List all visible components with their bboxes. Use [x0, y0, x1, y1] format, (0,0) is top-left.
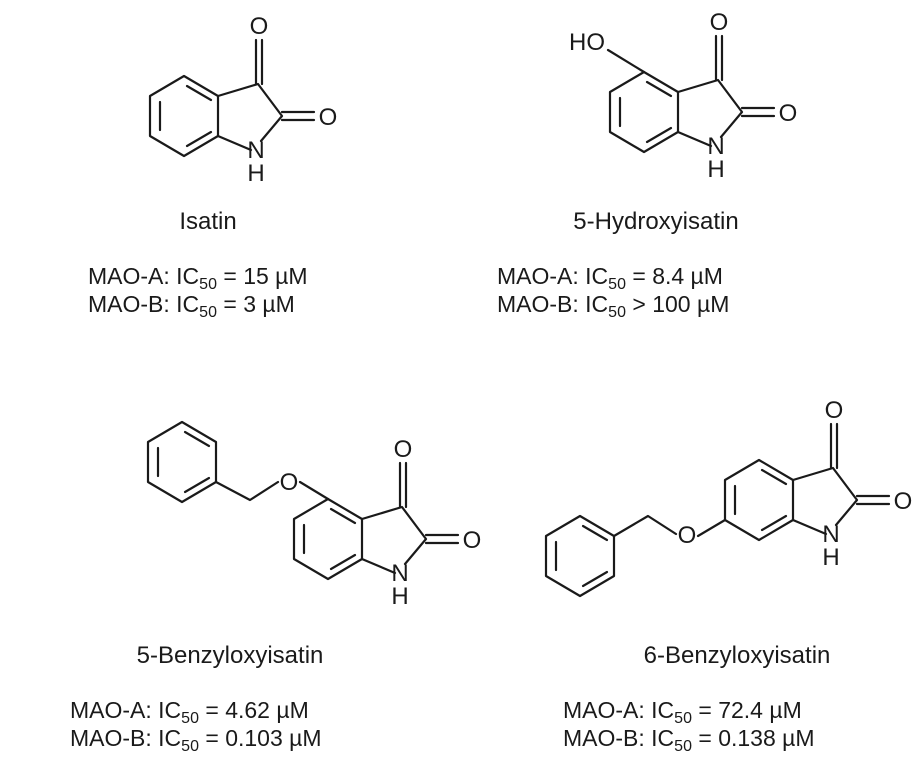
mao-a-line: MAO-A: IC50 = 72.4 µM: [563, 697, 802, 727]
isatin-h1: H: [247, 160, 264, 187]
benzyloxyisatin-6-n1: N: [822, 521, 839, 548]
mao-b-line: MAO-B: IC50 = 3 µM: [88, 291, 295, 321]
isatin-structure: [148, 38, 316, 158]
isatin-o3: O: [250, 13, 269, 40]
mao-a-line: MAO-A: IC50 = 4.62 µM: [70, 697, 309, 727]
compound-name-isatin: Isatin: [179, 208, 237, 235]
hydroxyisatin-o2: O: [779, 100, 798, 127]
hydroxyisatin-n1: N: [707, 133, 724, 160]
benzyloxyisatin-6-h1: H: [822, 544, 839, 571]
mao-b-line: MAO-B: IC50 > 100 µM: [497, 291, 730, 321]
benzyloxyisatin-5-ether-o: O: [280, 469, 299, 496]
benzyloxyisatin-6-structure: [544, 422, 891, 598]
activity-benzyloxyisatin-6: MAO-A: IC50 = 72.4 µM MAO-B: IC50 = 0.13…: [563, 696, 815, 755]
hydroxyisatin-ho: HO: [569, 29, 605, 56]
hydroxyisatin-structure: [606, 34, 776, 154]
benzyloxyisatin-5-n1: N: [391, 560, 408, 587]
isatin-n1: N: [247, 137, 264, 164]
mao-a-line: MAO-A: IC50 = 8.4 µM: [497, 263, 723, 293]
benzyloxyisatin-6-ether-o: O: [678, 522, 697, 549]
activity-isatin: MAO-A: IC50 = 15 µM MAO-B: IC50 = 3 µM: [88, 262, 308, 321]
hydroxyisatin-o3: O: [710, 9, 729, 36]
benzyloxyisatin-5-o3: O: [394, 436, 413, 463]
mao-b-line: MAO-B: IC50 = 0.138 µM: [563, 725, 815, 755]
compound-name-hydroxyisatin: 5-Hydroxyisatin: [573, 208, 739, 235]
compound-name-benzyloxyisatin-6: 6-Benzyloxyisatin: [643, 642, 831, 669]
activity-hydroxyisatin: MAO-A: IC50 = 8.4 µM MAO-B: IC50 > 100 µ…: [497, 262, 730, 321]
compound-name-benzyloxyisatin-5: 5-Benzyloxyisatin: [136, 642, 324, 669]
benzyloxyisatin-6-o2: O: [894, 488, 913, 515]
benzyloxyisatin-6-o3: O: [825, 397, 844, 424]
hydroxyisatin-h1: H: [707, 156, 724, 183]
mao-b-line: MAO-B: IC50 = 0.103 µM: [70, 725, 322, 755]
benzyloxyisatin-5-o2: O: [463, 527, 482, 554]
benzyloxyisatin-5-h1: H: [391, 583, 408, 610]
isatin-o2: O: [319, 104, 338, 131]
activity-benzyloxyisatin-5: MAO-A: IC50 = 4.62 µM MAO-B: IC50 = 0.10…: [70, 696, 322, 755]
mao-a-line: MAO-A: IC50 = 15 µM: [88, 263, 308, 293]
benzyloxyisatin-5-structure: [146, 420, 460, 581]
